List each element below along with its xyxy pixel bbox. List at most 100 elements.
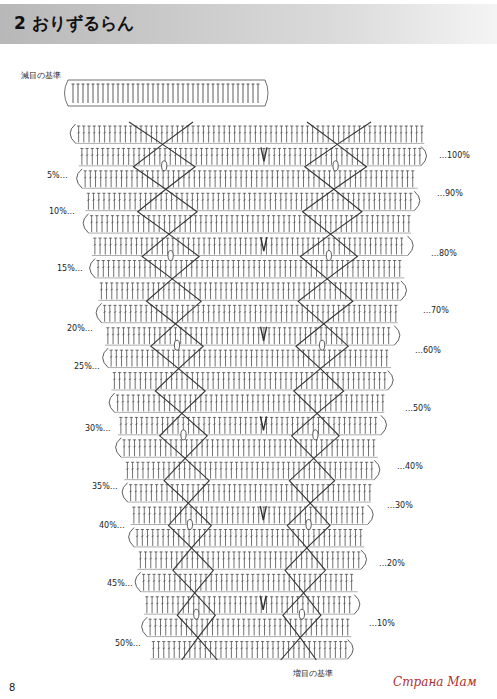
stitch-stroke <box>285 132 287 133</box>
stitch-stroke <box>350 283 351 299</box>
stitch-stroke <box>103 305 106 306</box>
stitch-stroke <box>376 222 378 223</box>
stitch-stroke <box>245 305 246 321</box>
stitch-stroke <box>387 148 390 149</box>
stitch-stroke <box>221 216 222 232</box>
stitch-stroke <box>357 193 360 194</box>
stitch-stroke <box>317 244 319 245</box>
stitch-stroke <box>107 155 109 156</box>
stitch-stroke <box>335 222 337 223</box>
stitch-stroke <box>119 305 122 306</box>
stitch-stroke <box>284 328 285 344</box>
stitch-stroke <box>353 126 356 127</box>
stitch-stroke <box>121 289 123 290</box>
stitch-stroke <box>345 148 348 149</box>
stitch-stroke <box>360 215 363 216</box>
stitch-stroke <box>136 356 138 357</box>
stitch-stroke <box>103 126 106 127</box>
stitch-stroke <box>273 260 276 261</box>
stitch-stroke <box>182 170 185 171</box>
stitch-stroke <box>204 350 205 366</box>
stitch-stroke <box>267 283 268 299</box>
stitch-stroke <box>249 312 251 313</box>
stitch-stroke <box>193 356 195 357</box>
stitch-stroke <box>135 312 137 313</box>
stitch-stroke <box>391 177 393 178</box>
stitch-stroke <box>298 171 299 187</box>
stitch-stroke <box>289 328 290 344</box>
stitch-stroke <box>230 171 231 187</box>
stitch-stroke <box>198 244 200 245</box>
stitch-stroke <box>311 132 313 133</box>
stitch-stroke <box>383 148 384 164</box>
stitch-stroke <box>398 216 399 232</box>
stitch-stroke <box>254 312 256 313</box>
stitch-stroke <box>396 238 397 254</box>
stitch-stroke <box>111 215 114 216</box>
stitch-stroke <box>288 215 291 216</box>
stitch-stroke <box>131 289 133 290</box>
stitch-stroke <box>293 148 296 149</box>
stitch-stroke <box>387 327 390 328</box>
stitch-stroke <box>114 312 116 313</box>
stitch-stroke <box>142 84 145 85</box>
stitch-stroke <box>232 84 235 85</box>
stitch-stroke <box>165 305 168 306</box>
stitch-stroke <box>151 170 154 171</box>
stitch-stroke <box>176 261 177 277</box>
stitch-stroke <box>367 216 368 232</box>
stitch-stroke <box>132 283 133 299</box>
stitch-stroke <box>240 238 241 254</box>
stitch-stroke <box>98 126 101 127</box>
stitch-stroke <box>141 177 143 178</box>
stitch-stroke <box>283 327 286 328</box>
stitch-stroke <box>408 222 410 223</box>
stitch-stroke <box>347 328 348 344</box>
stitch-stroke <box>394 193 397 194</box>
stitch-stroke <box>207 199 209 200</box>
stitch-stroke <box>298 283 299 299</box>
stitch-stroke <box>322 193 323 209</box>
stitch-stroke <box>244 312 246 313</box>
stitch-stroke <box>401 126 402 142</box>
stitch-stroke <box>80 148 83 149</box>
stitch-stroke <box>261 289 263 290</box>
stitch-stroke <box>242 260 245 261</box>
stitch-stroke <box>116 289 118 290</box>
stitch-stroke <box>352 199 354 200</box>
stitch-stroke <box>122 222 124 223</box>
stitch-stroke <box>297 282 300 283</box>
stitch-stroke <box>384 132 386 133</box>
stitch-stroke <box>382 334 384 335</box>
stitch-stroke <box>219 238 220 254</box>
stitch-stroke <box>264 193 267 194</box>
stitch-stroke <box>412 177 414 178</box>
stitch-stroke <box>163 327 166 328</box>
stitch-stroke <box>157 282 160 283</box>
stitch-stroke <box>222 84 225 85</box>
stitch-stroke <box>115 177 117 178</box>
stitch-stroke <box>301 312 303 313</box>
stitch-stroke <box>318 170 321 171</box>
stitch-stroke <box>402 222 404 223</box>
stitch-stroke <box>221 334 223 335</box>
stitch-stroke <box>223 126 226 127</box>
stitch-stroke <box>209 289 211 290</box>
stitch-stroke <box>120 356 122 357</box>
stitch-stroke <box>410 199 412 200</box>
stitch-stroke <box>306 126 309 127</box>
stitch-stroke <box>307 244 309 245</box>
stitch-stroke <box>102 84 105 85</box>
chain-stroke <box>90 259 96 278</box>
stitch-stroke <box>155 132 157 133</box>
stitch-stroke <box>170 328 171 344</box>
stitch-stroke <box>253 84 254 103</box>
stitch-stroke <box>316 193 319 194</box>
stitch-stroke <box>98 238 101 239</box>
stitch-stroke <box>157 177 159 178</box>
stitch-stroke <box>137 84 140 85</box>
stitch-stroke <box>229 305 230 321</box>
stitch-stroke <box>148 283 149 299</box>
stitch-stroke <box>264 126 267 127</box>
stitch-stroke <box>191 193 194 194</box>
